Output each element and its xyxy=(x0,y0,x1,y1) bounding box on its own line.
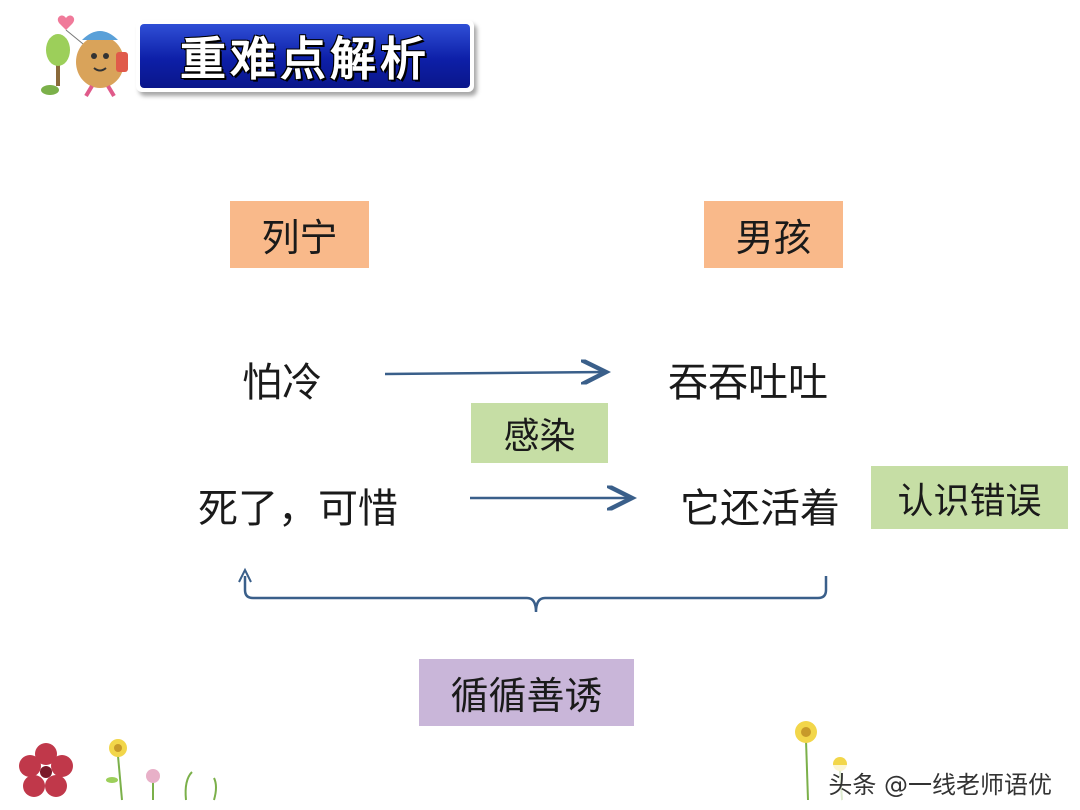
node-renshi: 认识错误 xyxy=(871,466,1068,529)
title-banner-inner: 重难点解析 xyxy=(140,24,470,88)
bracket-feedback xyxy=(243,576,828,613)
watermark: 头条 @一线老师语优 xyxy=(824,765,1056,800)
node-ganran: 感染 xyxy=(471,403,608,463)
node-sile: 死了，可惜 xyxy=(198,486,398,532)
arrow-paleng-tuntun xyxy=(384,372,606,374)
node-nanhai: 男孩 xyxy=(704,201,843,268)
node-tuntun: 吞吞吐吐 xyxy=(668,360,828,406)
grass-icon xyxy=(184,771,217,801)
node-liening: 列宁 xyxy=(230,201,369,268)
flower-icon xyxy=(19,743,73,797)
small-flower-icon xyxy=(146,769,160,800)
node-huozhe: 它还活着 xyxy=(680,486,840,532)
title-banner: 重难点解析 xyxy=(136,20,474,92)
node-paleng: 怕冷 xyxy=(242,360,322,406)
mascot-icon xyxy=(41,15,128,98)
sunflower-icon xyxy=(106,739,127,801)
page-title: 重难点解析 xyxy=(180,32,430,86)
node-xunxun: 循循善诱 xyxy=(419,659,634,726)
bracket-arrowhead xyxy=(238,567,252,583)
